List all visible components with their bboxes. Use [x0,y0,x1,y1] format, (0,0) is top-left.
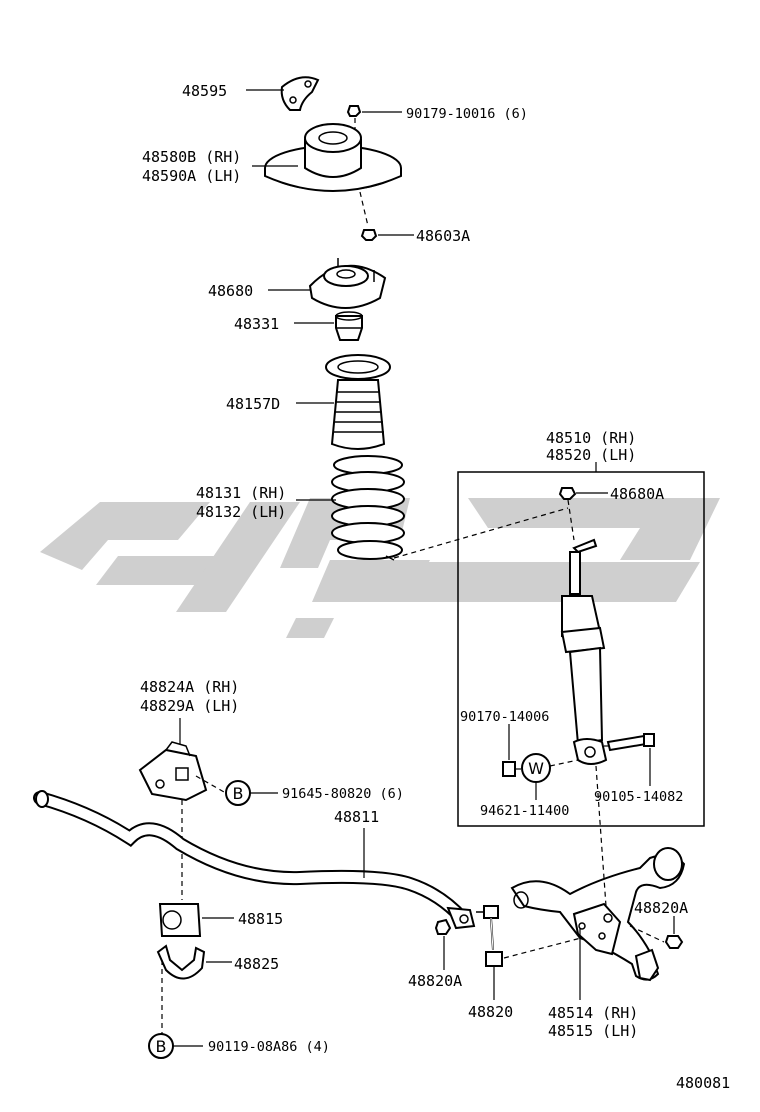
callout-48514: 48514 (RH) [548,1004,638,1022]
callout-48811: 48811 [334,808,379,826]
part-48680-strut-support [308,258,387,309]
part-48603a-nut [360,229,378,241]
part-48331-bump-stopper [335,311,363,341]
callout-48131: 48131 (RH) [196,484,286,502]
watermark-logo [40,498,720,638]
callout-90119: 90119-08A86 (4) [208,1039,330,1055]
part-90105-bolt [606,733,655,752]
callout-48824a: 48824A (RH) [140,678,239,696]
part-48820-stabilizer-link [476,905,503,967]
callout-48580b: 48580B (RH) [142,148,241,166]
callout-90105: 90105-14082 [594,789,683,805]
callout-48825: 48825 [234,955,279,973]
part-90170-nut [502,761,516,777]
callout-48590a: 48590A (LH) [142,167,241,185]
b-marker-lower: B [148,1033,174,1059]
washer-marker: W [521,753,551,783]
diagram-id: 480081 [676,1074,730,1092]
callout-48829a: 48829A (LH) [140,697,239,715]
part-90179-nut [346,105,362,117]
callout-91645: 91645-80820 (6) [282,786,404,802]
part-48680a-nut [558,487,577,500]
callout-48515: 48515 (LH) [548,1022,638,1040]
part-48595-bracket [280,76,320,111]
part-48157d-spring-seat [325,354,391,450]
callout-94621: 94621-11400 [480,803,569,819]
callout-48815: 48815 [238,910,283,928]
callout-48595: 48595 [182,82,227,100]
callout-48820: 48820 [468,1003,513,1021]
part-48820a-nut-left [434,918,452,935]
callout-48680a: 48680A [610,485,664,503]
b-marker-upper-letter: B [233,784,244,803]
part-48825-clamp [156,944,206,980]
part-48131-coil-spring [331,455,405,561]
b-marker-lower-letter: B [156,1037,167,1056]
part-48815-bushing [158,903,202,937]
washer-letter: W [528,759,544,778]
part-48820a-nut-right [664,935,684,949]
callout-48680: 48680 [208,282,253,300]
callout-48820a-left: 48820A [408,972,462,990]
shock-absorber-box [457,471,705,827]
part-48510-shock-absorber [560,538,608,765]
part-48824a-bracket [138,741,208,802]
callout-90170: 90170-14006 [460,709,549,725]
callout-48510: 48510 (RH) [546,429,636,447]
callout-48132: 48132 (LH) [196,503,286,521]
part-48514-lower-arm [510,847,686,982]
callout-48520: 48520 (LH) [546,446,636,464]
callout-48820a-right: 48820A [634,899,688,917]
callout-48603a: 48603A [416,227,470,245]
callout-48331: 48331 [234,315,279,333]
part-48580b-mount-cover [264,123,402,192]
callout-90179: 90179-10016 (6) [406,106,528,122]
callout-48157d: 48157D [226,395,280,413]
part-48811-stabilizer-bar [33,790,476,930]
b-marker-upper: B [225,780,251,806]
